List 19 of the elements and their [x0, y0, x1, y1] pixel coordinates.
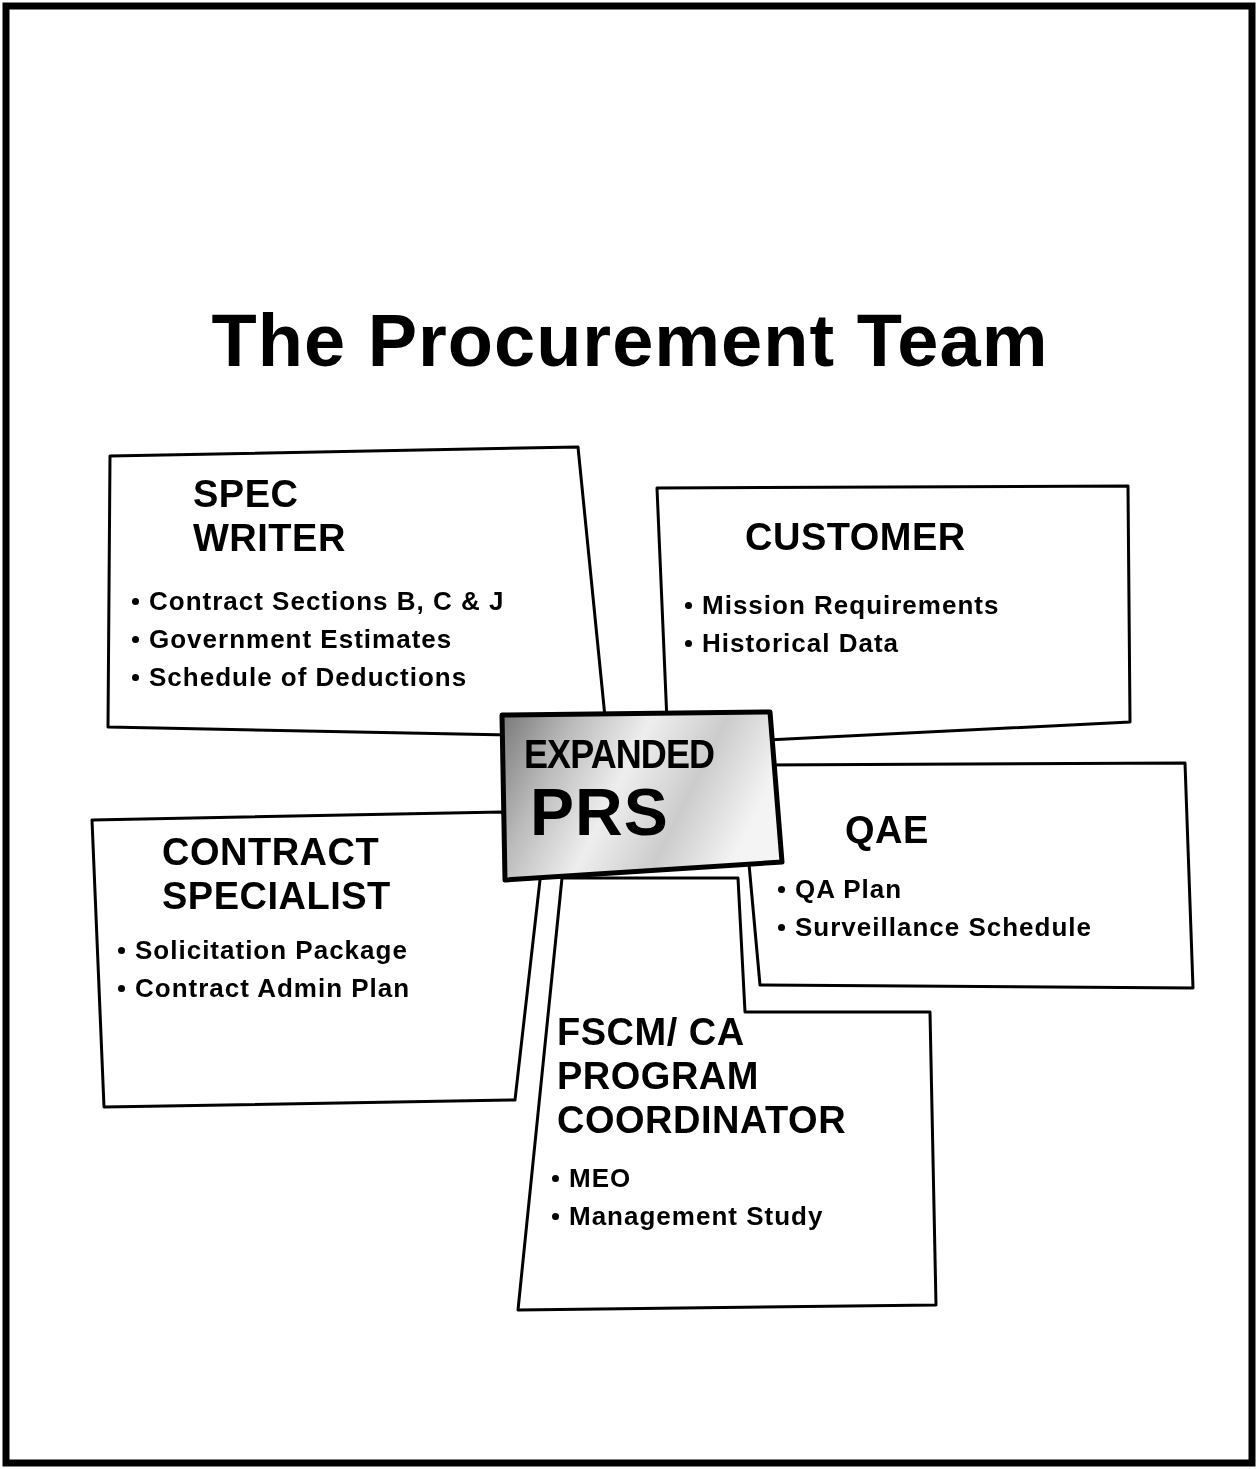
list-item: Surveillance Schedule — [795, 912, 1092, 943]
list-item: Solicitation Package — [135, 935, 408, 966]
diagram-title: The Procurement Team — [210, 298, 1050, 383]
list-item: MEO — [569, 1163, 632, 1194]
box-heading: FSCM/ CA PROGRAM COORDINATOR — [557, 1010, 848, 1142]
list-item: Historical Data — [702, 628, 900, 659]
box-heading: CUSTOMER — [745, 515, 967, 559]
list-item: Mission Requirements — [702, 590, 1000, 621]
list-item: Contract Admin Plan — [135, 973, 411, 1004]
box-heading: CONTRACT SPECIALIST — [162, 830, 392, 918]
list-item: Management Study — [569, 1201, 824, 1232]
list-item: Contract Sections B, C & J — [149, 586, 505, 617]
list-item: Government Estimates — [149, 624, 453, 655]
box-heading: QAE — [845, 808, 930, 852]
list-item: Schedule of Deductions — [149, 662, 468, 693]
list-item: QA Plan — [795, 874, 903, 905]
box-heading: SPEC WRITER — [193, 472, 347, 560]
center-label: EXPANDED — [524, 732, 715, 777]
center-label: PRS — [530, 774, 669, 850]
